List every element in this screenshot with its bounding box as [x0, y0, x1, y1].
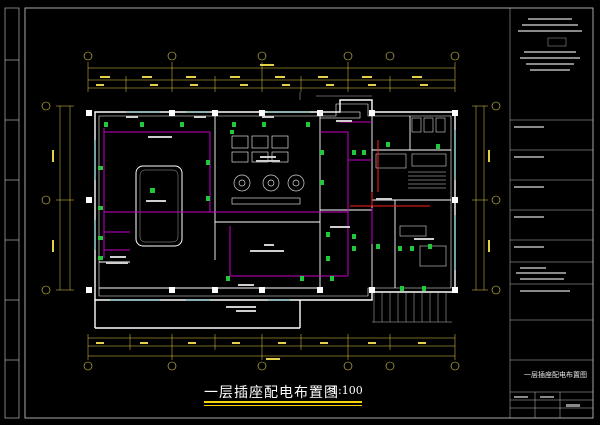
dimension-value-marks: [52, 64, 490, 360]
axis-bubbles: [41, 51, 501, 371]
title-block-text-marks: [514, 18, 582, 407]
drawing-title: 一层插座配电布置图: [204, 385, 339, 401]
interior-partitions: [99, 116, 451, 290]
circuit-wiring: [103, 121, 373, 277]
red-circuit-wiring: [350, 140, 430, 207]
drawing-scale: 1:100: [331, 384, 363, 397]
sheet-border: [24, 7, 594, 419]
left-margin-strip: [4, 7, 20, 419]
window-markers: [94, 111, 456, 301]
room-label-marks: [106, 116, 434, 312]
toilet-fixtures: [375, 117, 447, 267]
title-underline-secondary: [204, 405, 362, 406]
exterior-walls: [94, 99, 456, 329]
dining-tables: [231, 111, 361, 205]
side-dimension-chains: [56, 105, 488, 291]
bottom-dimension-chains: [87, 334, 456, 360]
stair-hatch: [299, 92, 452, 323]
central-hall-inner: [139, 169, 179, 243]
socket-outlets: [98, 122, 440, 291]
title-underline-main: [204, 401, 362, 403]
title-block: [509, 8, 593, 418]
top-dimension-chains: [87, 62, 456, 92]
titleblock-sheet-title: 一层插座配电布置图: [524, 371, 587, 379]
central-hall-outline: [135, 165, 183, 247]
